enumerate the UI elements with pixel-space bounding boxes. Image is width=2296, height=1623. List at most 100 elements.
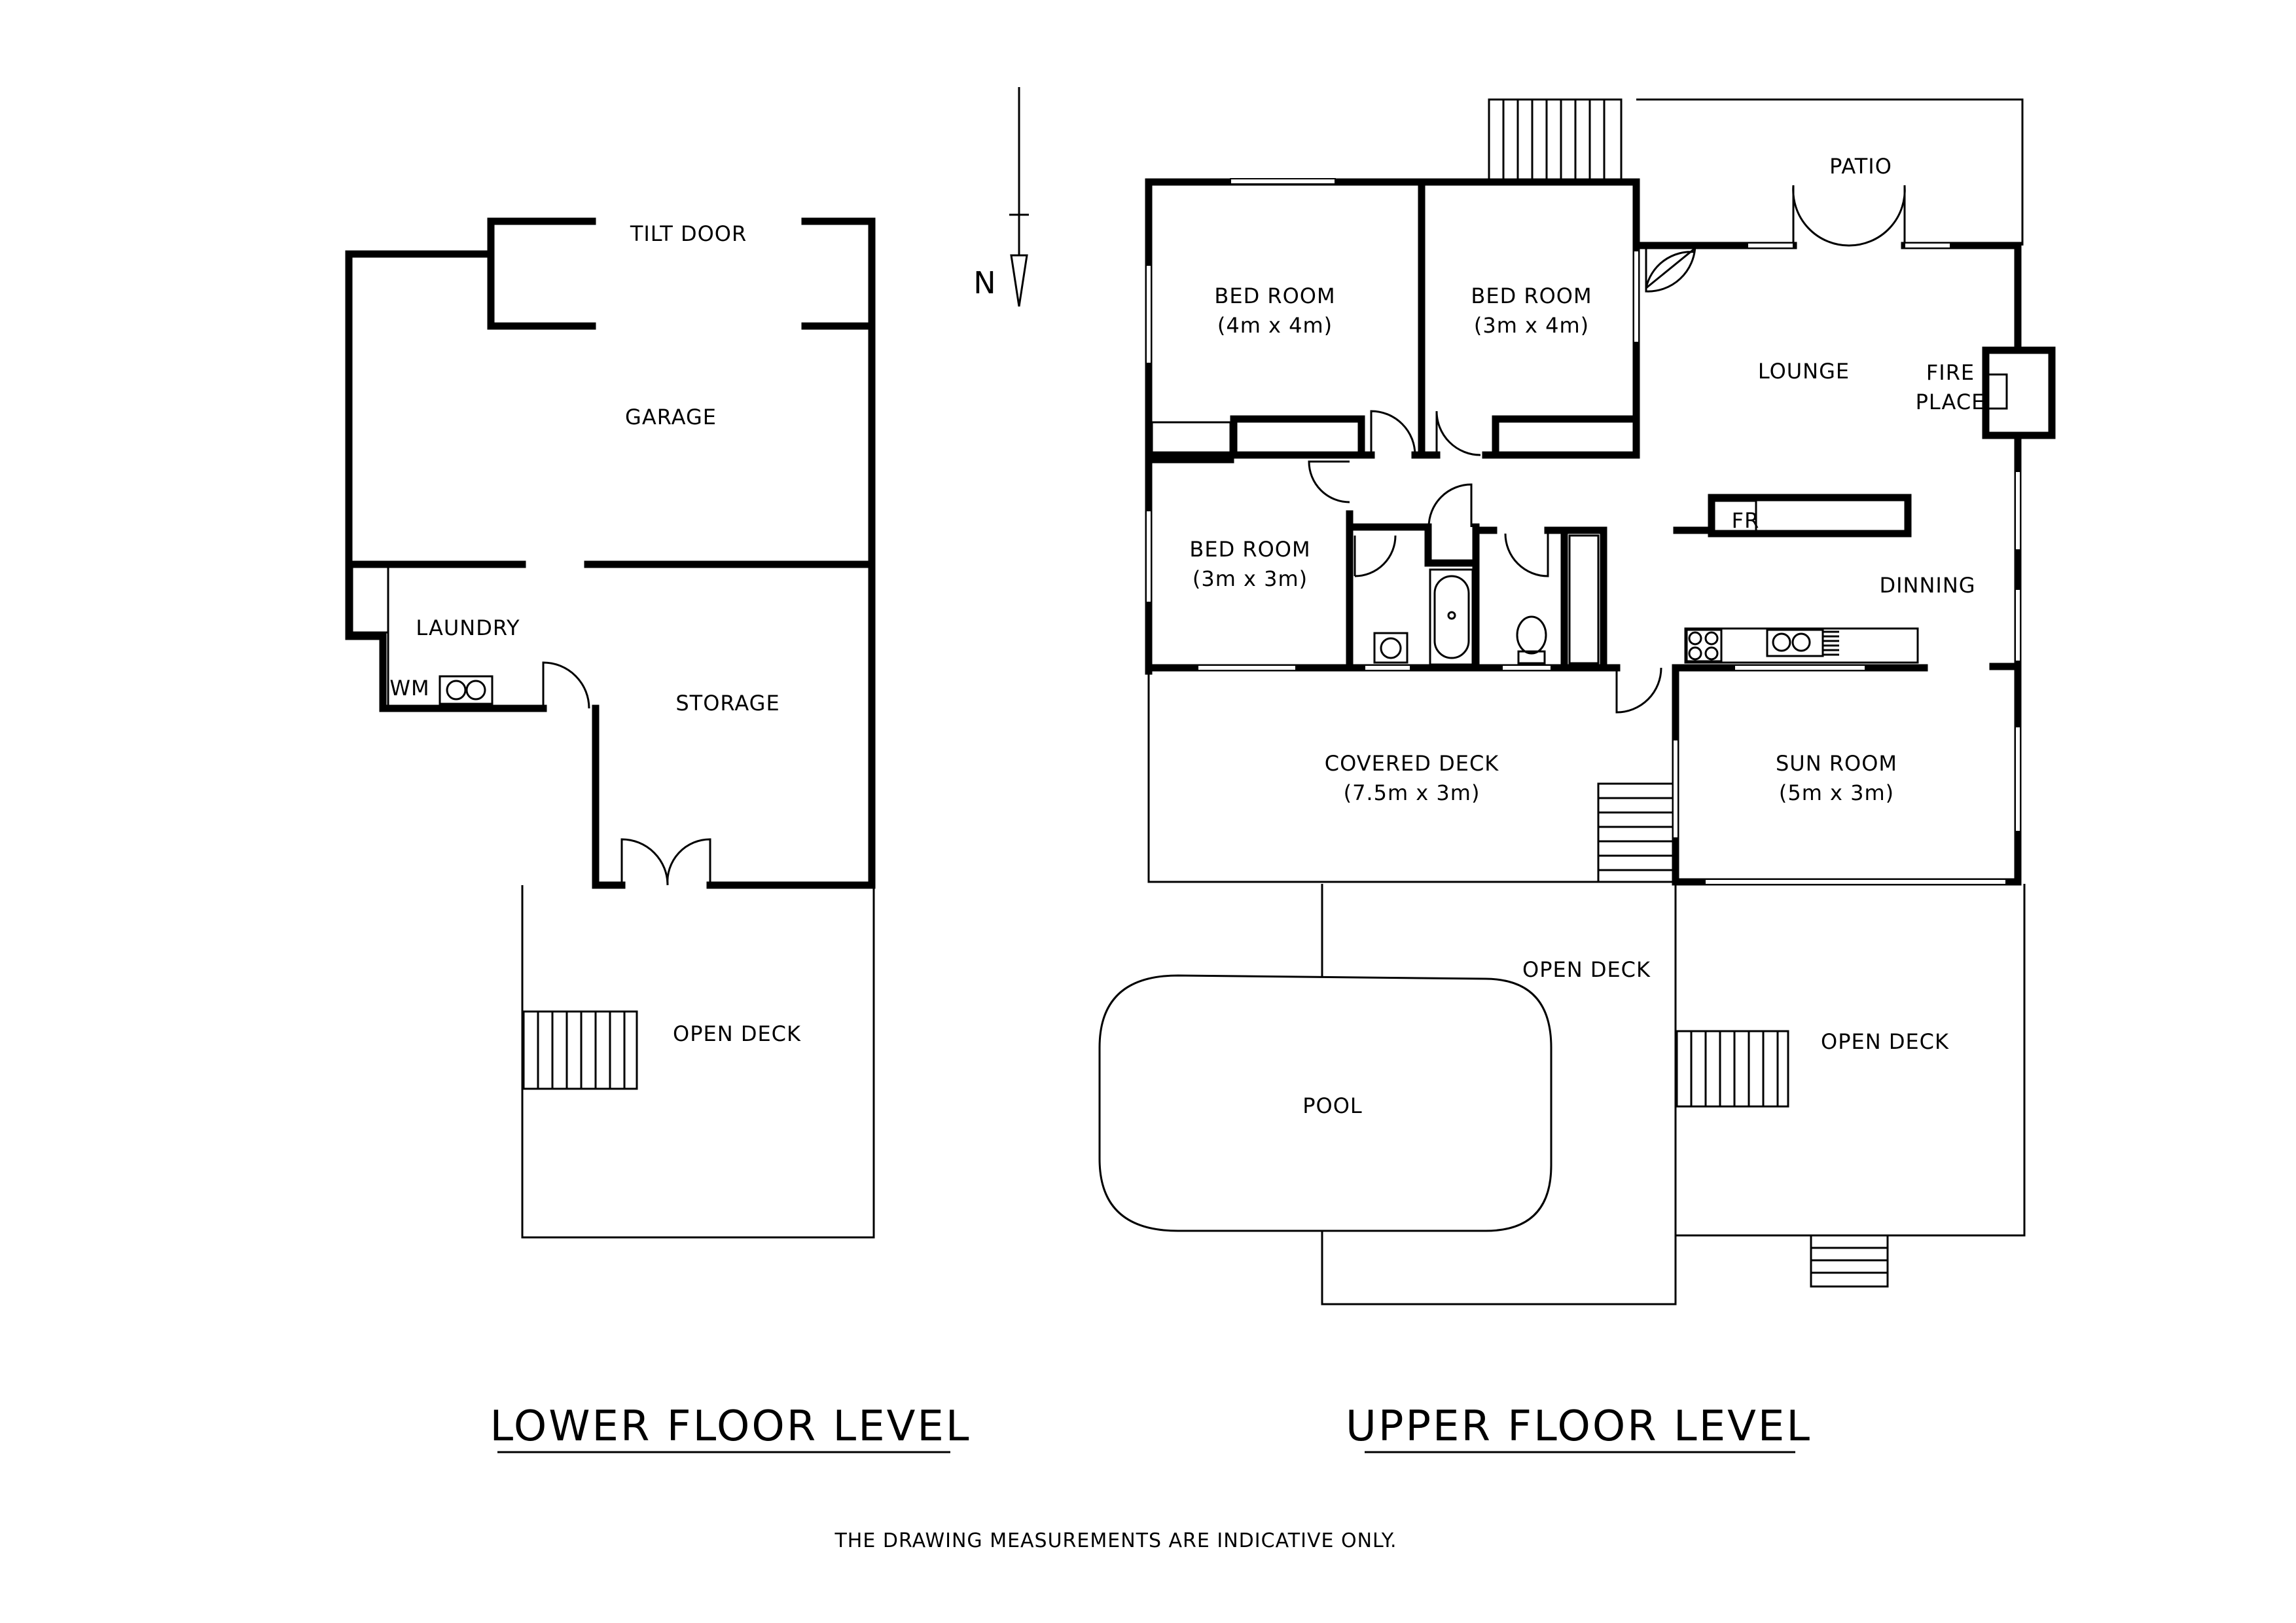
covered-deck-size: (7.5m x 3m) (1344, 780, 1480, 805)
bathtub-drain (1447, 611, 1456, 620)
bath-window-south (1364, 665, 1411, 671)
covered-deck-outline (1147, 668, 1676, 883)
laundry-tub-basin-2 (465, 680, 486, 701)
covered-deck-stairs (1597, 782, 1677, 883)
tilt-door-label: TILT DOOR (630, 221, 747, 246)
sun-room-label: SUN ROOM (1776, 751, 1897, 776)
fireplace-label-1: FIRE (1926, 360, 1975, 385)
fridge-wall (1673, 494, 1912, 538)
bed2-wardrobe (1492, 415, 1640, 459)
sunroom-window-east (2015, 726, 2021, 832)
lounge-window-north-2 (1904, 242, 1951, 249)
patio-door-left (1792, 185, 1850, 247)
pool-label: POOL (1302, 1093, 1363, 1118)
fireplace-hearth (1984, 373, 2008, 410)
cooktop-burner-3 (1688, 646, 1702, 661)
north-arrow: N (973, 87, 1029, 307)
bed3-door (1308, 460, 1350, 503)
bed2-size: (3m x 4m) (1474, 313, 1589, 338)
vanity-basin-bowl (1380, 637, 1402, 659)
hall-cupboard (1560, 526, 1607, 672)
lounge-window-north-1 (1747, 242, 1794, 249)
fridge-box (1710, 500, 1757, 534)
north-label: N (973, 265, 996, 301)
vanity-basin (1373, 632, 1408, 664)
lounge-entry-door (1645, 244, 1699, 289)
right-open-deck-label: OPEN DECK (1821, 1029, 1949, 1054)
east-window-2 (2015, 589, 2021, 662)
sun-room-size: (5m x 3m) (1779, 780, 1894, 805)
toilet-bowl (1516, 615, 1547, 655)
disclaimer-note: THE DRAWING MEASUREMENTS ARE INDICATIVE … (834, 1529, 1397, 1552)
cooktop (1685, 629, 1723, 663)
wm-label: WM (389, 676, 429, 701)
storage-double-door-right (666, 838, 711, 886)
patio-stairs (1488, 98, 1623, 181)
bed1-wardrobe (1230, 415, 1365, 459)
lower-laundry-nook (351, 566, 389, 634)
storage-double-door-left (620, 838, 669, 886)
kitchen-window (1734, 665, 1866, 671)
bath-door (1427, 483, 1473, 528)
laundry-tub (439, 675, 493, 705)
cooktop-burner-4 (1704, 646, 1719, 661)
upper-floor-title: UPPER FLOOR LEVEL (1346, 1402, 1812, 1451)
bed3-size: (3m x 3m) (1193, 566, 1308, 591)
lower-garage-notch-left (487, 217, 596, 330)
kitchen-drainer (1823, 630, 1839, 656)
cooktop-burner-2 (1704, 631, 1719, 646)
bed1-window-north (1230, 178, 1336, 185)
bed3-label: BED ROOM (1189, 537, 1310, 562)
pool-outline (1098, 974, 1552, 1232)
lower-open-deck-outline (521, 885, 875, 1239)
patio-door-right (1848, 185, 1906, 247)
lower-open-deck-label: OPEN DECK (673, 1021, 801, 1046)
lower-floor-title: LOWER FLOOR LEVEL (490, 1402, 971, 1451)
patio-outline (1636, 98, 2024, 246)
lower-outer-wall-left (345, 250, 547, 712)
fireplace-wall (2014, 346, 2056, 439)
bath-corridor-wall (1424, 523, 1475, 567)
fireplace-label-2: PLACE (1916, 390, 1986, 414)
storage-left-wall (592, 704, 626, 889)
laundry-tub-basin-1 (446, 680, 467, 701)
lower-outer-wall-right (706, 217, 876, 889)
kitchen-sink-bowl-1 (1772, 632, 1791, 652)
hall-door (1354, 535, 1397, 577)
right-open-deck-outline (1676, 884, 2026, 1237)
lower-floor-plan: TILT DOOR GARAGE LAUNDRY WM STORAGE OPEN… (345, 217, 876, 1239)
toilet-door (1504, 533, 1549, 577)
kitchen-sink (1766, 629, 1824, 657)
garage-label: GARAGE (625, 405, 717, 429)
toilet-cistern (1517, 650, 1546, 665)
bed3-window-south (1197, 665, 1297, 671)
right-deck-stairs (1676, 1030, 1789, 1108)
bed1-size: (4m x 4m) (1217, 313, 1333, 338)
cooktop-burner-1 (1688, 631, 1702, 646)
hall-cupboard-inner (1568, 534, 1600, 665)
dinning-label: DINNING (1879, 573, 1975, 598)
bed3-window-west (1145, 510, 1152, 603)
fireplace-box (1982, 346, 2056, 439)
patio-label: PATIO (1829, 154, 1892, 179)
kitchen-bench (1684, 627, 1919, 664)
lounge-label: LOUNGE (1758, 359, 1850, 384)
sunroom-window-south (1704, 879, 2007, 885)
laundry-door-swing (542, 661, 590, 709)
kitchen-sink-bowl-2 (1791, 632, 1811, 652)
bathtub-inner (1433, 575, 1470, 659)
east-window-1 (2015, 471, 2021, 551)
sunroom-window-west (1672, 739, 1679, 839)
lounge-door-arc (1645, 245, 1696, 293)
covered-deck-label: COVERED DECK (1325, 751, 1499, 776)
covered-deck-door (1615, 667, 1662, 714)
storage-label: STORAGE (675, 691, 780, 716)
bed1-window-west (1145, 264, 1152, 364)
bed2-door (1435, 410, 1481, 456)
bathtub (1429, 568, 1474, 666)
south-deck-stairs (1810, 1234, 1889, 1288)
laundry-label: LAUNDRY (416, 615, 520, 640)
toilet-window-south (1501, 665, 1552, 671)
bed2-label: BED ROOM (1471, 283, 1592, 308)
